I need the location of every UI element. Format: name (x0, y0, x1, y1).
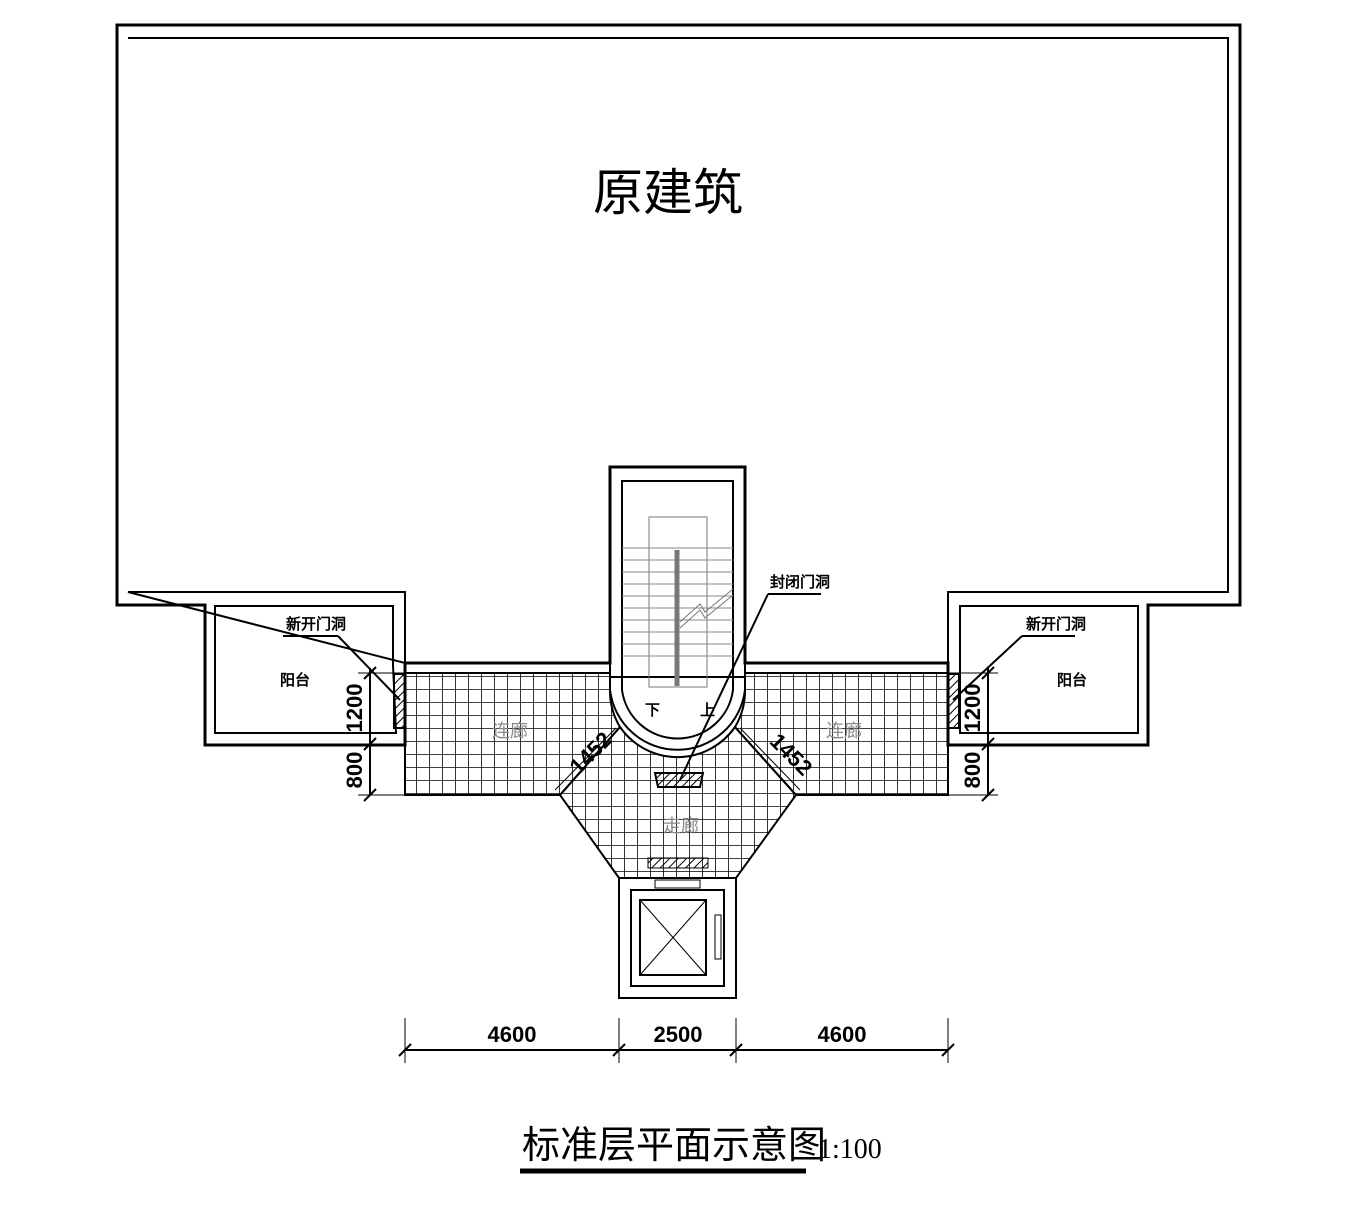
balcony-label-left: 阳台 (280, 671, 310, 689)
dim-right-1200: 1200 (960, 684, 985, 733)
corridor-label-left: 连廊 (492, 721, 528, 742)
dim-left-1200: 1200 (342, 684, 367, 733)
dim-bottom-3: 4600 (818, 1022, 867, 1047)
hall-area (558, 725, 798, 879)
right-vertical-dimension (948, 666, 998, 802)
diag-dim-left-line (554, 727, 617, 791)
new-door-label-left: 新开门洞 (286, 615, 346, 633)
elevator-car-cross-2 (639, 899, 707, 976)
hall-arc-wall (609, 689, 746, 751)
balcony-label-right: 阳台 (1057, 671, 1087, 689)
elevator-counterweight (714, 914, 722, 960)
elevator-car (639, 899, 707, 976)
sealed-door-leader (679, 593, 769, 781)
sealed-door (653, 772, 705, 788)
stair-landing (648, 516, 708, 688)
dim-right-800: 800 (960, 752, 985, 789)
dim-bottom-1: 4600 (488, 1022, 537, 1047)
corridor-label-right: 连廊 (826, 721, 862, 742)
elevator-door (654, 879, 701, 889)
new-door-label-right: 新开门洞 (1026, 615, 1086, 633)
original-building-inner-wall (127, 37, 1229, 665)
stair-break-line (679, 594, 734, 629)
new-door-left (393, 673, 406, 729)
stair-up-label: 上 (700, 701, 715, 719)
diag-dim-right-line (739, 727, 801, 791)
hall-bottom-sill (647, 857, 709, 869)
stairwell-inner (621, 480, 734, 740)
drawing-scale: 1:100 (818, 1134, 882, 1165)
stair-down-label: 下 (645, 701, 660, 719)
drawing-title: 标准层平面示意图 (522, 1123, 826, 1167)
new-door-right (947, 673, 960, 729)
original-building-label: 原建筑 (593, 164, 743, 222)
sealed-door-label: 封闭门洞 (770, 573, 830, 591)
elevator-shaft-inner (630, 889, 725, 987)
hall-label: 走廊 (663, 816, 699, 837)
bottom-dimension-line (398, 1018, 955, 1063)
dim-left-800: 800 (342, 752, 367, 789)
left-vertical-dimension (358, 666, 405, 802)
dim-bottom-2: 2500 (654, 1022, 703, 1047)
stair-break-line-2 (679, 588, 734, 623)
elevator-shaft-outer (618, 877, 737, 999)
